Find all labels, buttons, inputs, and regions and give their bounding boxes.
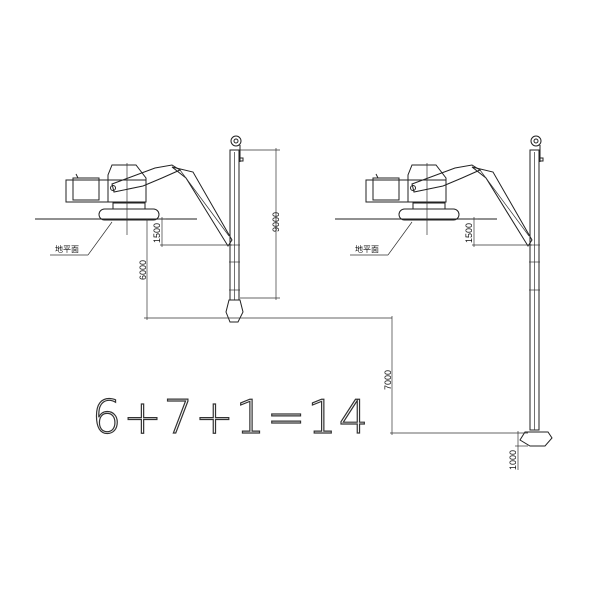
boom bbox=[410, 164, 482, 193]
boom bbox=[110, 164, 182, 193]
cable-reel bbox=[230, 135, 242, 147]
left-dimension-6000: 6000 bbox=[138, 219, 392, 320]
cable-reel bbox=[530, 135, 542, 147]
telescopic-mast bbox=[529, 145, 544, 431]
left-dimension-1500: 1500 bbox=[152, 217, 232, 247]
upper-body bbox=[365, 164, 447, 203]
tracks bbox=[398, 202, 460, 221]
telescopic-mast bbox=[229, 145, 244, 301]
dim-1500-right-label: 1500 bbox=[464, 223, 474, 243]
dim-1500-left-label: 1500 bbox=[152, 223, 162, 243]
right-dimension-1500: 1500 bbox=[464, 217, 532, 247]
right-dimension-7000: 7000 bbox=[383, 316, 528, 435]
upper-body bbox=[65, 164, 147, 203]
depth-equation: 6+7+1=14 bbox=[92, 390, 370, 444]
right-dimension-1000: 1000 bbox=[508, 431, 528, 470]
dim-1000-label: 1000 bbox=[508, 450, 518, 470]
ground-level-label: 地平面 bbox=[55, 244, 79, 254]
clamshell-bucket bbox=[519, 431, 553, 447]
tracks bbox=[98, 202, 160, 221]
left-dimension-9000: 9000 bbox=[240, 148, 281, 300]
dim-7000-label: 7000 bbox=[383, 370, 393, 390]
ground-level-label: 地平面 bbox=[355, 244, 379, 254]
dim-9000-label: 9000 bbox=[271, 212, 281, 232]
right-excavator: 地平面 bbox=[335, 135, 553, 447]
dim-6000-label: 6000 bbox=[138, 260, 148, 280]
arm bbox=[171, 166, 233, 247]
clamshell-bucket bbox=[225, 299, 244, 323]
ground-label-callout: 地平面 bbox=[350, 221, 413, 256]
ground-label-callout: 地平面 bbox=[50, 221, 113, 256]
left-excavator: 地平面 bbox=[35, 135, 244, 323]
arm bbox=[471, 166, 533, 247]
